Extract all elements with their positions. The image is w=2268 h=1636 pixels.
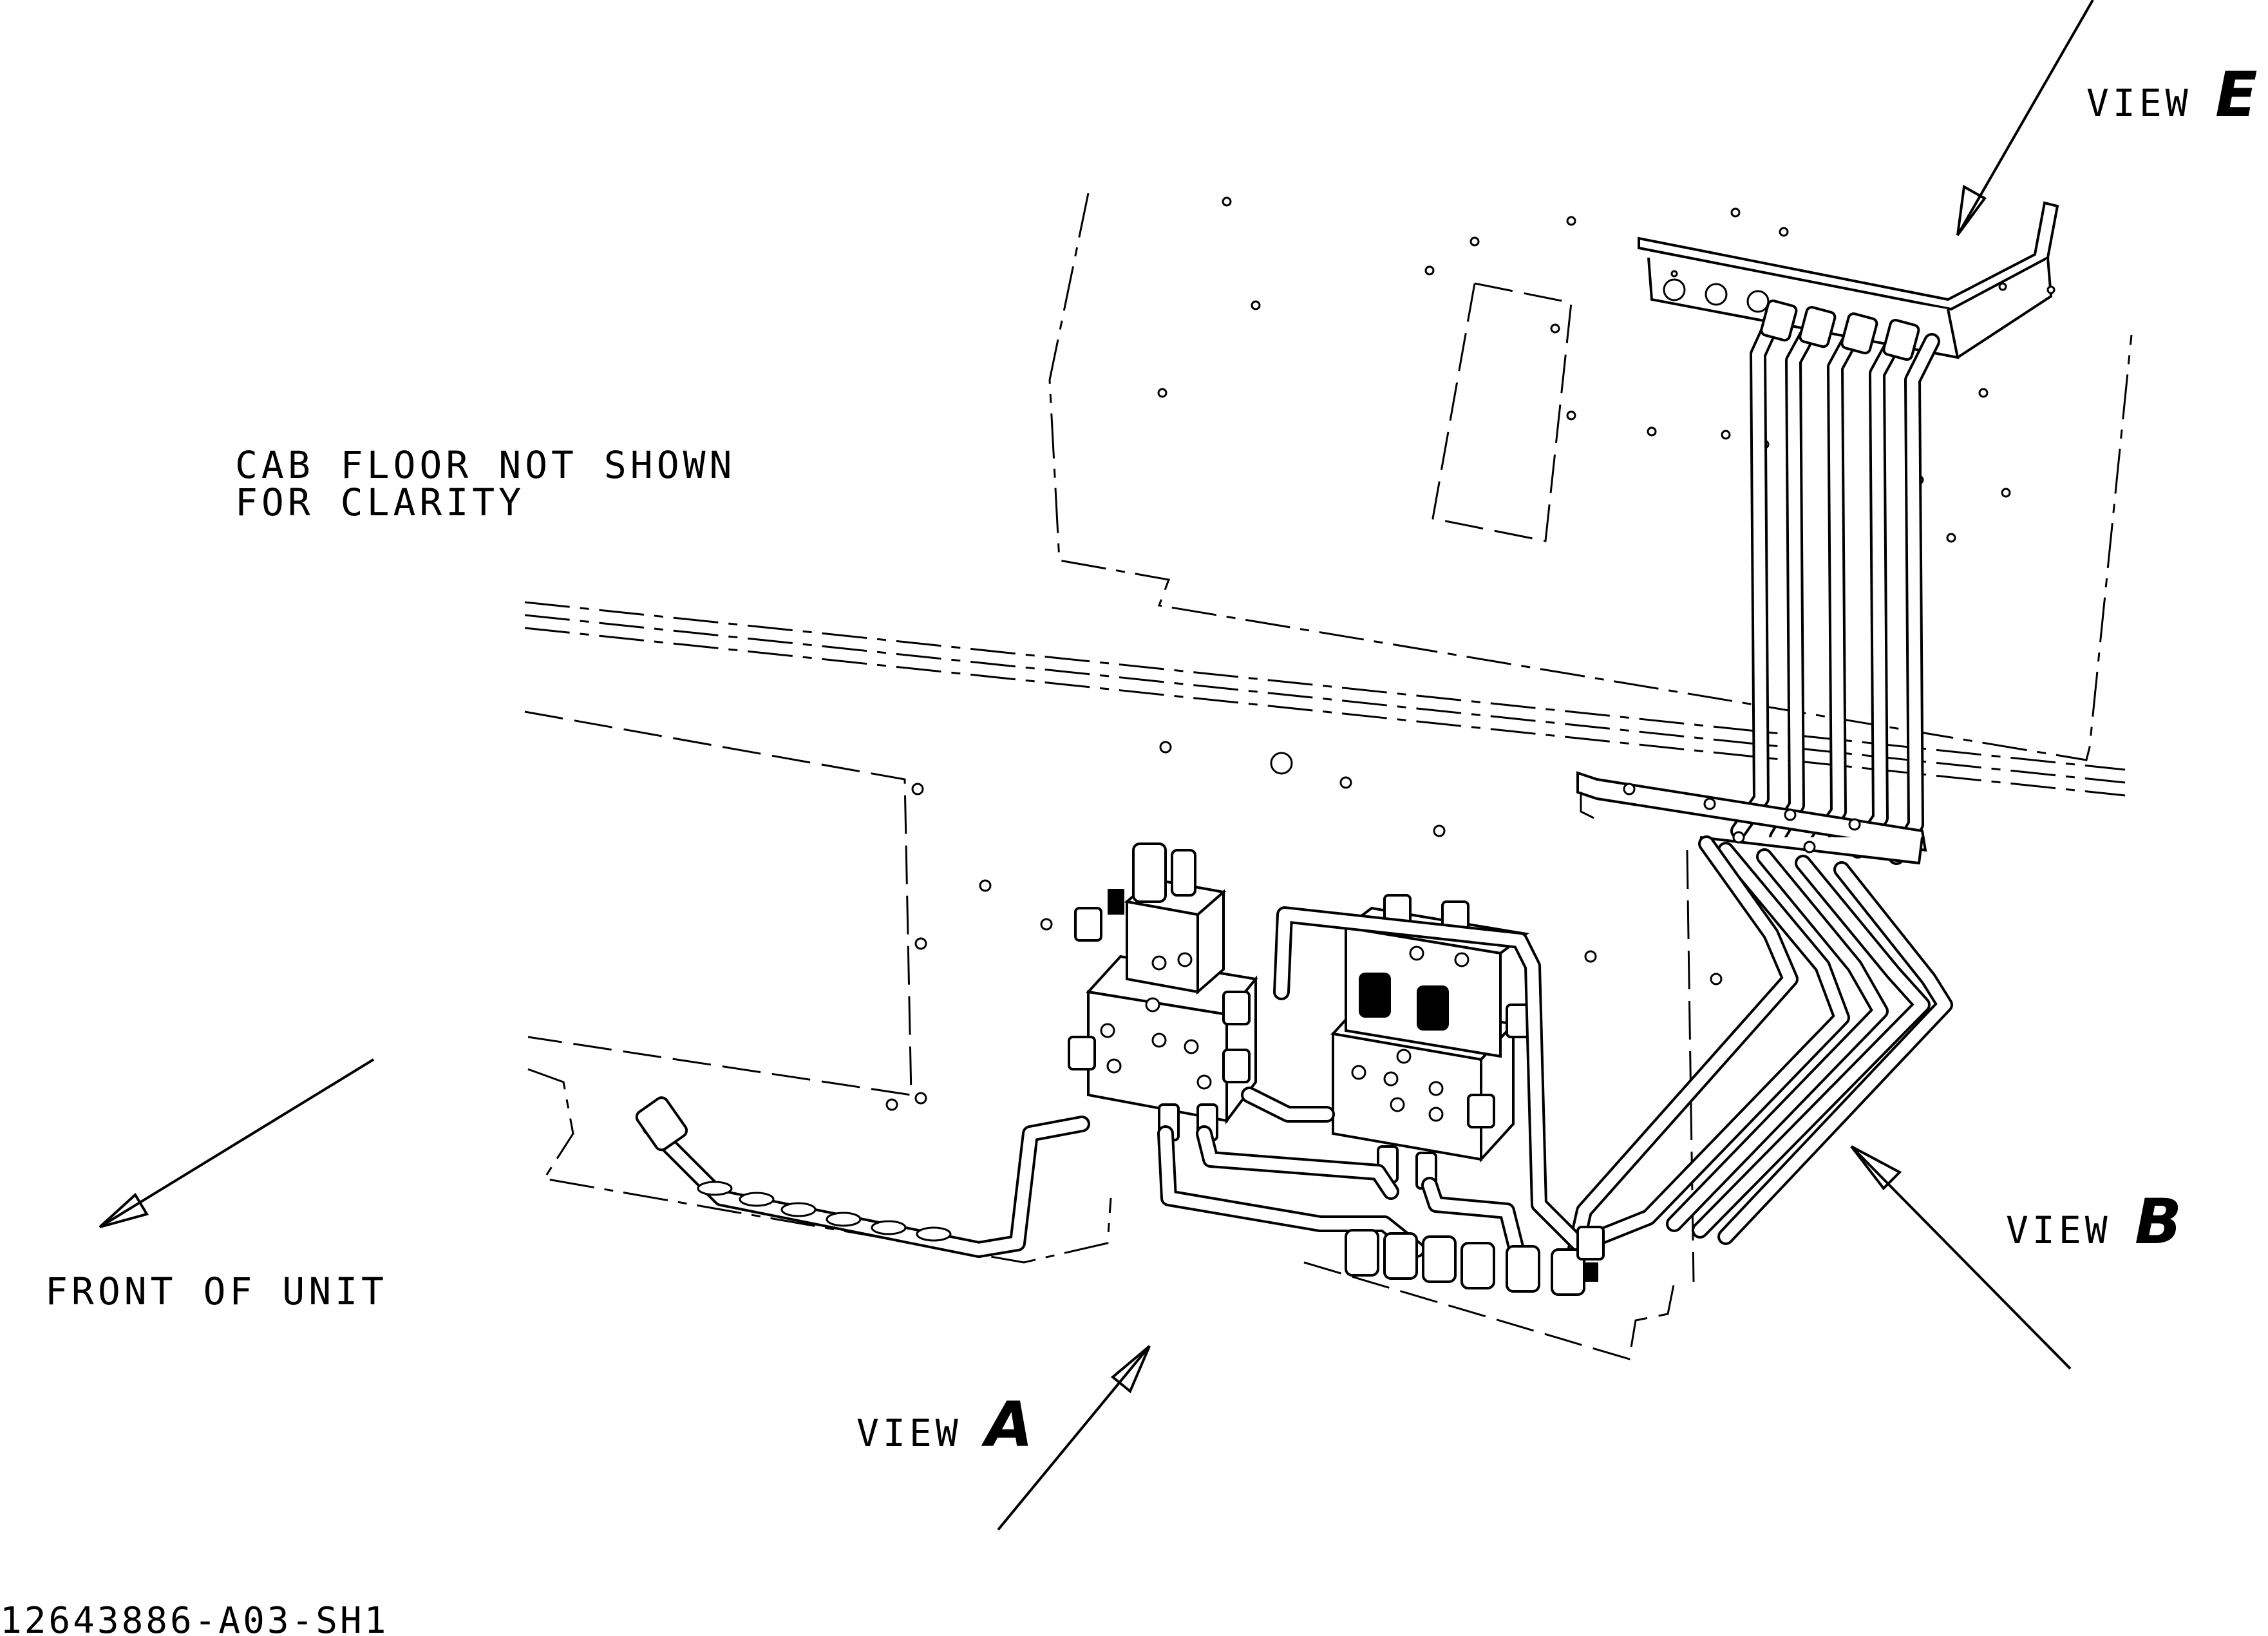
lower-hose-bundle: [1563, 835, 1953, 1277]
hose-clamp-bracket: [1576, 771, 1927, 865]
view-e-word: VIEW: [2086, 81, 2192, 125]
view-e-letter: E: [2215, 59, 2258, 131]
front-of-unit-label: FRONT OF UNIT: [45, 1270, 388, 1313]
view-e-arrow: [1956, 0, 2094, 236]
valve-manifold-left: [1068, 842, 1258, 1141]
cab-floor-note-line1: CAB FLOOR NOT SHOWN: [235, 443, 735, 487]
return-hose: [635, 1096, 1090, 1258]
frame-rails: [524, 601, 2126, 1360]
cab-floor-note-line2: FOR CLARITY: [235, 480, 525, 524]
view-a-word: VIEW: [856, 1411, 962, 1455]
bulkhead-bracket: [1638, 201, 2059, 359]
lower-fitting-cluster: [1345, 1226, 1605, 1296]
view-a-arrow: [997, 1345, 1151, 1531]
view-a-letter: A: [981, 1389, 1033, 1461]
front-of-unit-arrow: [99, 1058, 375, 1228]
view-b-arrow: [1850, 1145, 2072, 1370]
view-b-letter: B: [2135, 1186, 2182, 1258]
drawing-number: 12643886-A03-SH1: [0, 1600, 388, 1636]
view-b-word: VIEW: [2006, 1208, 2112, 1252]
